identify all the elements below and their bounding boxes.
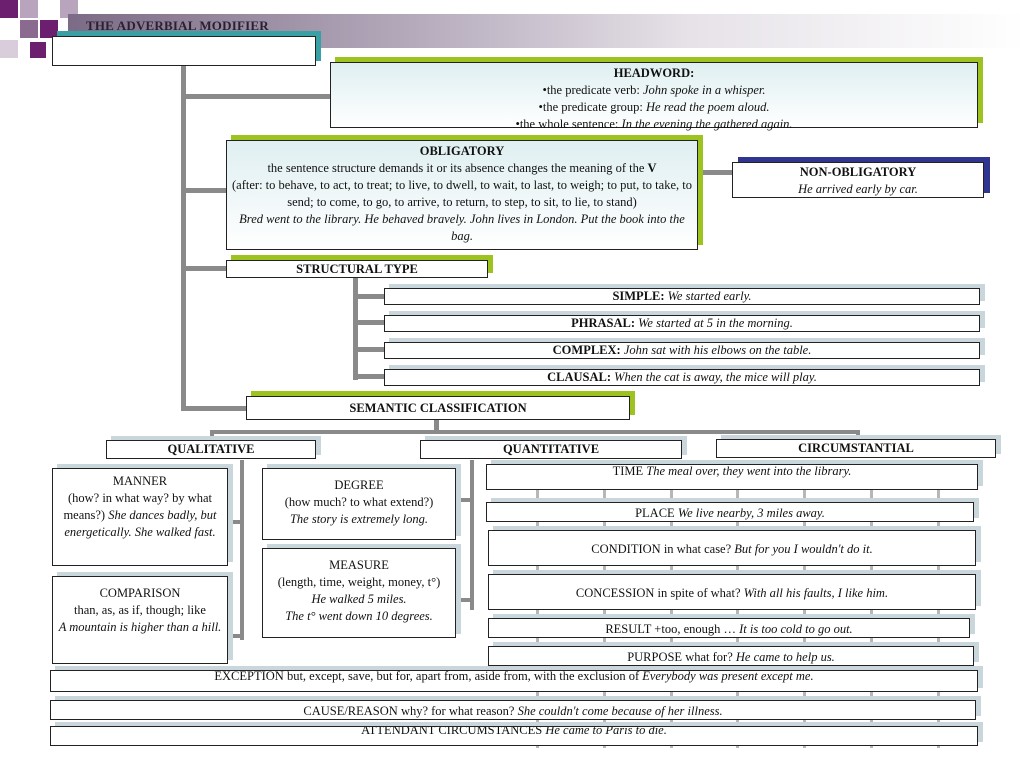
connector-main-vertical <box>181 66 186 411</box>
connector-measure <box>456 598 474 602</box>
purpose-row: PURPOSE what for? He came to help us. <box>488 646 974 666</box>
comparison-box: COMPARISON than, as, as if, though; like… <box>52 576 228 664</box>
degree-box: DEGREE (how much? to what extend?) The s… <box>262 468 456 540</box>
decor-square <box>20 0 38 18</box>
connector-obligatory <box>181 188 227 193</box>
connector-nonobligatory <box>700 170 734 175</box>
connector-semantic <box>181 406 247 411</box>
semantic-classification-box: SEMANTIC CLASSIFICATION <box>246 396 630 420</box>
measure-text: (length, time, weight, money, t°) <box>277 575 441 589</box>
connector-manner <box>228 520 244 524</box>
semantic-heading: SEMANTIC CLASSIFICATION <box>349 401 527 415</box>
headword-item: •the predicate group: He read the poem a… <box>538 100 770 114</box>
manner-title: MANNER <box>112 474 168 488</box>
qualitative-header: QUALITATIVE <box>106 440 316 459</box>
place-row: PLACE We live nearby, 3 miles away. <box>486 502 974 522</box>
measure-example: The t° went down 10 degrees. <box>285 609 433 623</box>
decor-square <box>30 42 46 58</box>
degree-example: The story is extremely long. <box>289 512 429 526</box>
connector-circ-down <box>856 430 860 440</box>
obligatory-example: Bred went to the library. He behaved bra… <box>239 212 685 243</box>
obligatory-heading: OBLIGATORY <box>419 144 505 158</box>
condition-row: CONDITION in what case? But for you I wo… <box>488 530 976 566</box>
decor-square <box>0 40 18 58</box>
obligatory-definition: the sentence structure demands it or its… <box>267 161 657 175</box>
structural-clausal-row: CLAUSAL: When the cat is away, the mice … <box>384 369 980 386</box>
obligatory-box: OBLIGATORY the sentence structure demand… <box>226 140 698 250</box>
manner-box: MANNER (how? in what way? by what means?… <box>52 468 228 566</box>
headword-item: •the whole sentence: In the evening the … <box>515 117 793 131</box>
structural-type-box: STRUCTURAL TYPE <box>226 260 488 278</box>
exception-row: EXCEPTION but, except, save, but for, ap… <box>50 670 978 692</box>
degree-text: (how much? to what extend?) <box>284 495 434 509</box>
connector-qual-vertical <box>240 460 244 640</box>
concession-row: CONCESSION in spite of what? With all hi… <box>488 574 976 610</box>
non-obligatory-example: He arrived early by car. <box>798 182 918 196</box>
degree-title: DEGREE <box>334 478 384 492</box>
measure-box: MEASURE (length, time, weight, money, t°… <box>262 548 456 638</box>
headword-heading: HEADWORD: <box>613 66 695 80</box>
connector-comparison <box>228 634 244 638</box>
decor-square <box>60 0 78 18</box>
circumstantial-header: CIRCUMSTANTIAL <box>716 439 996 458</box>
connector-phrasal <box>353 320 385 325</box>
structural-simple-row: SIMPLE: We started early. <box>384 288 980 305</box>
result-row: RESULT +too, enough … It is too cold to … <box>488 618 970 638</box>
connector-qual-down <box>210 430 214 440</box>
non-obligatory-heading: NON-OBLIGATORY <box>799 165 917 179</box>
attendant-circumstances-row: ATTENDANT CIRCUMSTANCES He came to Paris… <box>50 726 978 746</box>
connector-simple <box>353 294 385 299</box>
comparison-text: than, as, as if, though; like <box>74 603 206 617</box>
connector-structural <box>181 266 227 271</box>
connector-semantic-down <box>434 420 439 434</box>
root-box <box>52 36 316 66</box>
connector-degree <box>456 498 474 502</box>
decor-square <box>20 20 38 38</box>
decor-square <box>0 0 18 18</box>
connector-clausal <box>353 374 385 379</box>
structural-complex-row: COMPLEX: John sat with his elbows on the… <box>384 342 980 359</box>
non-obligatory-box: NON-OBLIGATORY He arrived early by car. <box>732 162 984 198</box>
connector-quant-vertical <box>470 460 474 610</box>
structural-phrasal-row: PHRASAL: We started at 5 in the morning. <box>384 315 980 332</box>
comparison-title: COMPARISON <box>99 586 181 600</box>
connector-semantic-horizontal <box>210 430 860 434</box>
connector-structural-vertical <box>353 276 358 380</box>
connector-headword <box>181 94 331 99</box>
measure-title: MEASURE <box>329 558 389 572</box>
headword-box: HEADWORD: •the predicate verb: John spok… <box>330 62 978 131</box>
measure-example: He walked 5 miles. <box>311 592 407 606</box>
time-row: TIME The meal over, they went into the l… <box>486 464 978 490</box>
comparison-example: A mountain is higher than a hill. <box>58 620 222 634</box>
manner-text: (how? in what way? by what means?) She d… <box>63 491 217 539</box>
cause-reason-row: CAUSE/REASON why? for what reason? She c… <box>50 700 976 720</box>
quantitative-header: QUANTITATIVE <box>420 440 682 459</box>
page-title: THE ADVERBIAL MODIFIER <box>86 18 269 33</box>
headword-item: •the predicate verb: John spoke in a whi… <box>542 83 766 97</box>
decor-square <box>40 20 58 38</box>
structural-type-heading: STRUCTURAL TYPE <box>296 262 418 276</box>
obligatory-verbs: (after: to behave, to act, to treat; to … <box>232 178 692 209</box>
connector-complex <box>353 347 385 352</box>
